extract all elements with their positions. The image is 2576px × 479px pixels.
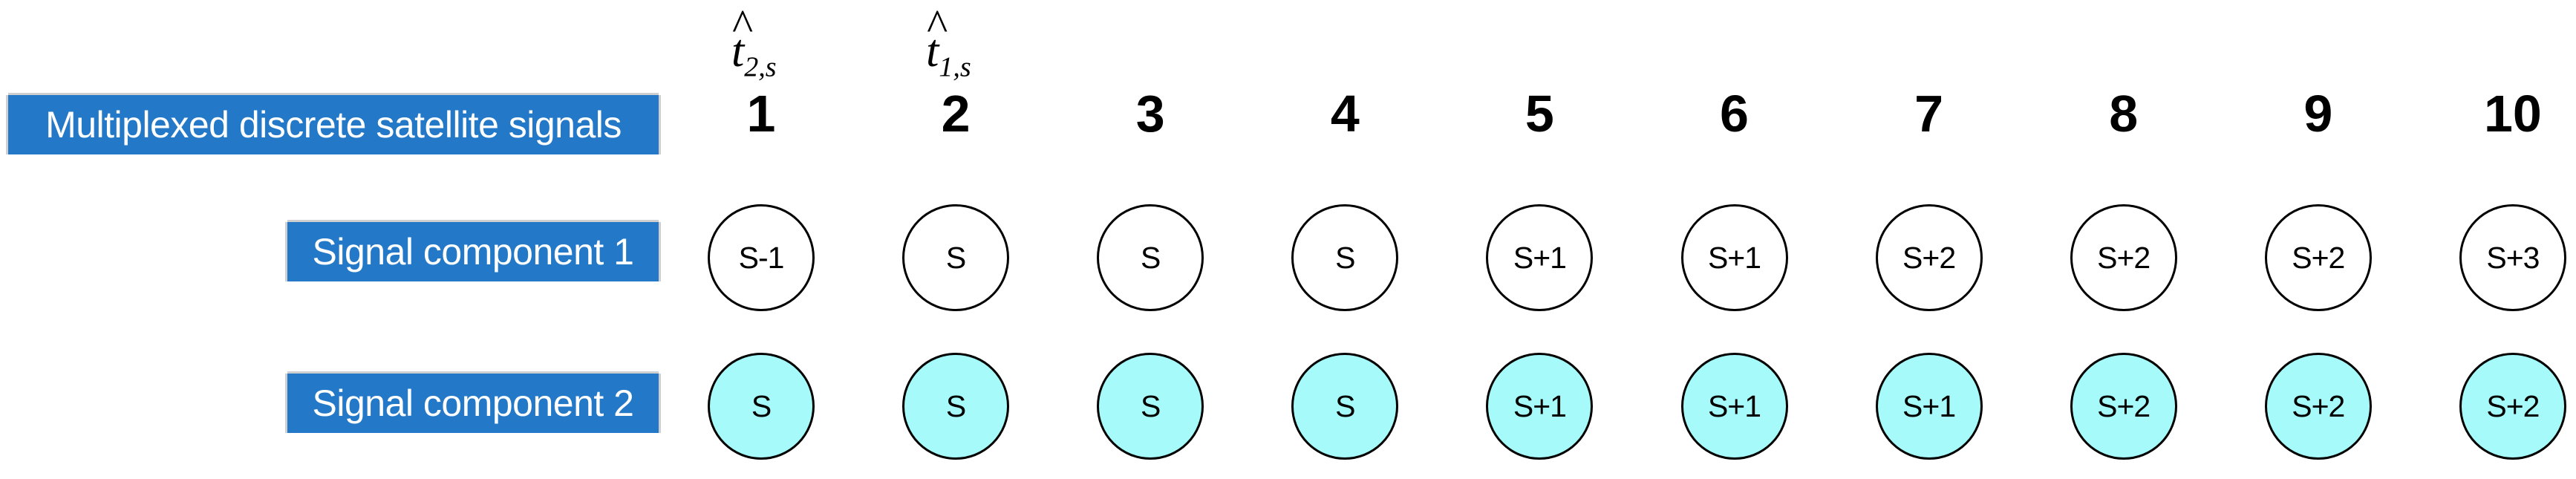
signal-circle: S+1 (1875, 353, 1983, 460)
signal-circle: S (902, 353, 1010, 460)
signal-circle: S+2 (2070, 204, 2177, 311)
row-label-signal-component-1: Signal component 1 (287, 222, 659, 281)
t-base-letter: t (926, 26, 939, 76)
column-index-7: 7 (1914, 85, 1944, 143)
column-index-1: 1 (746, 85, 776, 143)
t-subscript: 2,s (744, 51, 777, 83)
signal-circle: S+3 (2459, 204, 2566, 311)
t-hat-symbol-group: ^t (731, 3, 753, 76)
signal-circle: S (1097, 204, 1204, 311)
time-estimate-annotation-t1s: ^t1,s (926, 3, 971, 83)
row-label-signal-component-2: Signal component 2 (287, 374, 659, 433)
column-index-8: 8 (2109, 85, 2139, 143)
signal-circle: S (708, 353, 815, 460)
signal-circle: S+2 (2264, 353, 2372, 460)
signal-circle: S+1 (1486, 204, 1594, 311)
signal-circle: S+1 (1486, 353, 1594, 460)
signal-circle: S (902, 204, 1010, 311)
signal-circle: S+2 (1875, 204, 1983, 311)
signal-circle: S (1097, 353, 1204, 460)
column-index-2: 2 (941, 85, 971, 143)
column-index-10: 10 (2483, 85, 2542, 143)
signal-circle: S+2 (2264, 204, 2372, 311)
title-bar-multiplexed-signals: Multiplexed discrete satellite signals (8, 95, 659, 154)
signal-circle: S-1 (708, 204, 815, 311)
column-index-5: 5 (1525, 85, 1554, 143)
signal-circle: S+2 (2459, 353, 2566, 460)
signal-circle: S (1291, 204, 1399, 311)
t-subscript: 1,s (939, 51, 971, 83)
column-index-4: 4 (1330, 85, 1360, 143)
signal-circle: S (1291, 353, 1399, 460)
time-estimate-annotation-t2s: ^t2,s (731, 3, 777, 83)
signal-circle: S+1 (1680, 204, 1788, 311)
circumflex-accent-icon: ^ (732, 1, 754, 50)
t-hat-symbol-group: ^t (926, 3, 948, 76)
column-index-3: 3 (1135, 85, 1165, 143)
column-index-6: 6 (1720, 85, 1749, 143)
signal-circle: S+2 (2070, 353, 2177, 460)
t-base-letter: t (731, 26, 745, 76)
circumflex-accent-icon: ^ (927, 1, 948, 50)
column-index-9: 9 (2303, 85, 2333, 143)
signal-circle: S+1 (1680, 353, 1788, 460)
